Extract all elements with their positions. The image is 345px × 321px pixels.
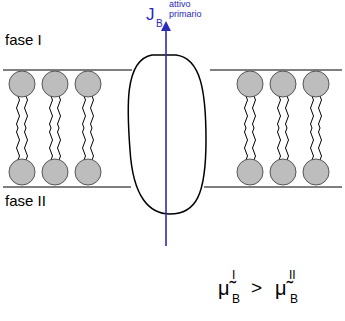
lipid-tail: [278, 128, 281, 160]
lipid-tail: [253, 96, 256, 128]
lipid-head: [75, 71, 101, 97]
membrane-edge: [3, 186, 131, 187]
potential-superscript: I: [232, 269, 235, 282]
lipid-head: [42, 159, 68, 185]
lipid-tail: [286, 96, 289, 128]
phase-label: fase II: [5, 193, 46, 210]
potential-subscript: B: [290, 293, 298, 306]
lipid-head: [270, 71, 296, 97]
lipid-tail: [83, 96, 86, 128]
lipid-head: [9, 71, 35, 97]
lipid-head: [9, 159, 35, 185]
potential-symbol: μ̃: [275, 277, 287, 299]
lipid-tail: [58, 128, 61, 160]
lipid-head: [42, 71, 68, 97]
potential-superscript: II: [289, 269, 296, 282]
lipid-tail: [311, 128, 314, 160]
membrane-edge: [210, 69, 342, 70]
lipid-head: [75, 159, 101, 185]
membrane-edge: [204, 186, 342, 187]
lipid-tail: [83, 128, 86, 160]
lipid-tail: [253, 128, 256, 160]
lipid-tail: [319, 96, 322, 128]
flux-symbol: J: [146, 6, 155, 25]
membrane-edge: [3, 69, 132, 70]
lipid-tail: [50, 128, 53, 160]
spacer: [214, 265, 226, 268]
lipid-tail: [245, 128, 248, 160]
lipid-tail: [17, 128, 20, 160]
lipid-tail: [91, 128, 94, 160]
lipid-tail: [286, 128, 289, 160]
lipid-head: [303, 71, 329, 97]
lipid-tail: [58, 96, 61, 128]
lipid-tail: [278, 96, 281, 128]
transport-protein: [128, 55, 206, 214]
lipid-head: [237, 71, 263, 97]
lipid-tail: [25, 96, 28, 128]
lipid-tail: [319, 128, 322, 160]
lipid-tail: [17, 96, 20, 128]
lipid-tail: [245, 96, 248, 128]
lipid-head: [237, 159, 263, 185]
potential-subscript: B: [232, 293, 240, 306]
potential-symbol: μ̃: [218, 277, 230, 299]
phase-label: fase I: [5, 32, 42, 49]
flux-superscript: attivo primario: [169, 0, 211, 20]
lipid-head: [270, 159, 296, 185]
lipid-tail: [50, 96, 53, 128]
flux-subscript: B: [156, 18, 163, 29]
lipid-tail: [25, 128, 28, 160]
lipid-head: [303, 159, 329, 185]
flux-arrow-line: [165, 30, 167, 246]
lipid-tail: [91, 96, 94, 128]
lipid-tail: [311, 96, 314, 128]
inequality-sign: >: [251, 278, 262, 299]
